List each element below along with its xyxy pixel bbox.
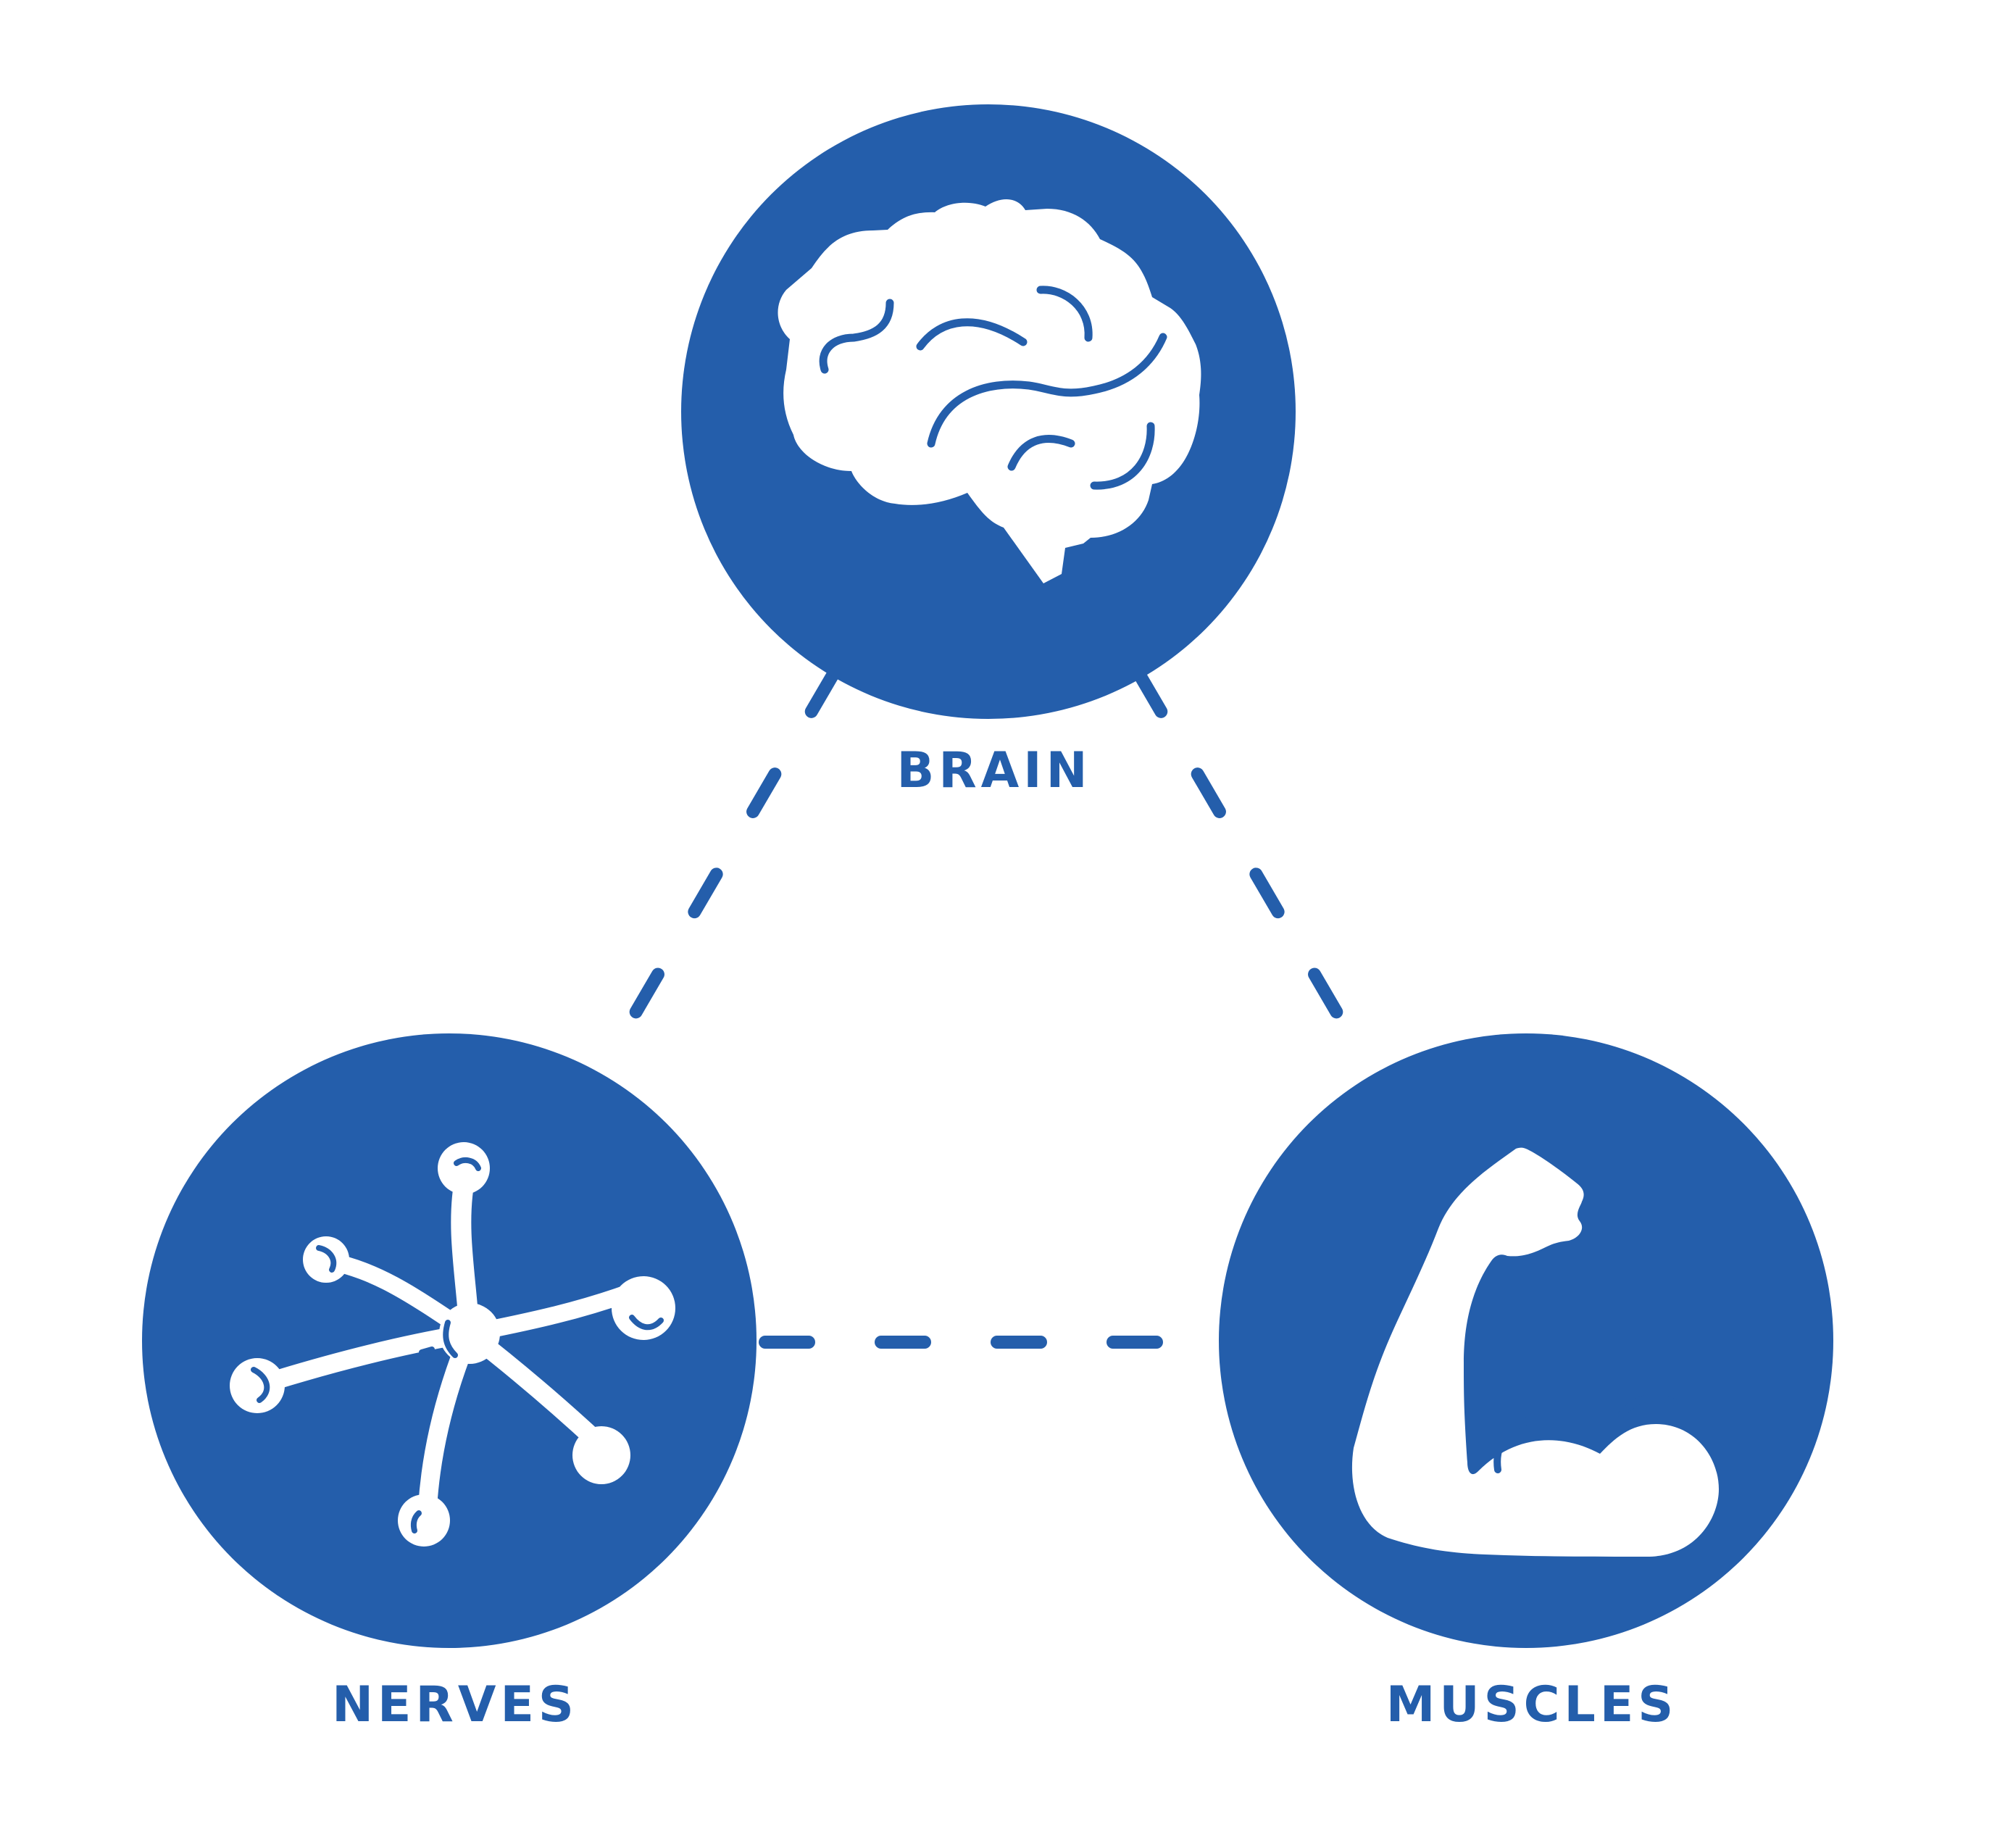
connector-brain-muscles [1133, 667, 1378, 1078]
muscles-label: MUSCLES [1386, 1676, 1678, 1733]
neuron-icon [230, 1142, 675, 1547]
connectors [595, 667, 1378, 1349]
brain-icon [778, 199, 1201, 583]
flexed-arm-icon [1351, 1147, 1719, 1557]
node-labels: BRAIN NERVES MUSCLES [332, 742, 1678, 1733]
brain-label: BRAIN [896, 742, 1091, 799]
nerves-label: NERVES [332, 1676, 578, 1733]
connector-brain-nerves [595, 667, 840, 1078]
neuron-soma [439, 1303, 500, 1364]
